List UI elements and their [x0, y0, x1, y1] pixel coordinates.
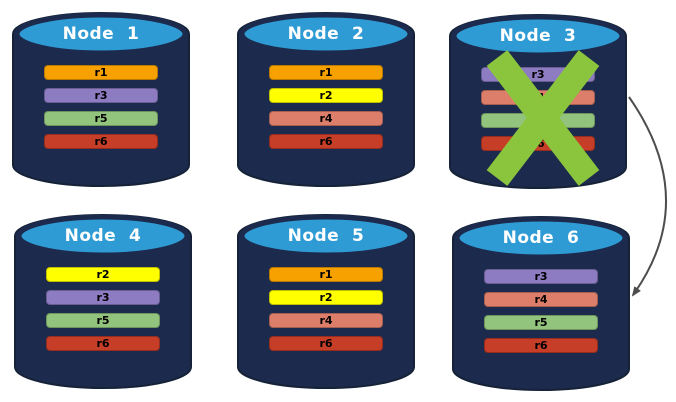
node-3: Node 3 r3 r4 r5 r6	[447, 10, 629, 190]
failure-x-icon	[486, 50, 600, 186]
node-1: Node 1 r1 r3 r5 r6	[10, 8, 192, 188]
replica-bar: r1	[269, 65, 383, 80]
replica-bar: r2	[46, 267, 160, 282]
replica-list: r2 r3 r5 r6	[46, 267, 160, 359]
node-title: Node 6	[502, 228, 580, 248]
node-title: Node 5	[287, 226, 365, 246]
replica-bar: r6	[46, 336, 160, 351]
replica-bar: r4	[269, 111, 383, 126]
replica-bar: r2	[269, 88, 383, 103]
replica-bar: r5	[484, 315, 598, 330]
replica-bar: r4	[484, 292, 598, 307]
node-2: Node 2 r1 r2 r4 r6	[235, 8, 417, 188]
replica-list: r1 r2 r4 r6	[269, 267, 383, 359]
replica-bar: r6	[269, 134, 383, 149]
node-5: Node 5 r1 r2 r4 r6	[235, 210, 417, 390]
node-title: Node 3	[499, 26, 577, 46]
replica-bar: r3	[484, 269, 598, 284]
replica-list: r3 r4 r5 r6	[484, 269, 598, 361]
node-title: Node 4	[64, 226, 142, 246]
node-title: Node 1	[62, 24, 140, 44]
replica-bar: r6	[44, 134, 158, 149]
replica-bar: r6	[269, 336, 383, 351]
failover-arrow	[628, 96, 667, 297]
replica-bar: r1	[269, 267, 383, 282]
replica-list: r1 r3 r5 r6	[44, 65, 158, 157]
replica-bar: r1	[44, 65, 158, 80]
replica-bar: r5	[44, 111, 158, 126]
node-4: Node 4 r2 r3 r5 r6	[12, 210, 194, 390]
node-6: Node 6 r3 r4 r5 r6	[450, 212, 632, 392]
replica-list: r1 r2 r4 r6	[269, 65, 383, 157]
replica-bar: r4	[269, 313, 383, 328]
replica-bar: r5	[46, 313, 160, 328]
replica-bar: r6	[484, 338, 598, 353]
replica-bar: r2	[269, 290, 383, 305]
replica-bar: r3	[44, 88, 158, 103]
replica-bar: r3	[46, 290, 160, 305]
node-title: Node 2	[287, 24, 365, 44]
